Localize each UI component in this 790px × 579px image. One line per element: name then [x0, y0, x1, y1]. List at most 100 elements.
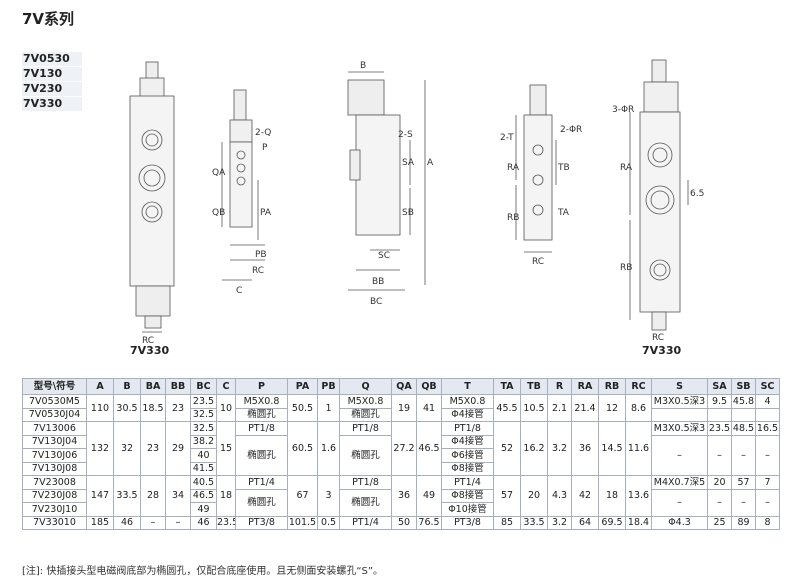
cell: 33.5 — [520, 515, 548, 530]
cell: 40 — [190, 448, 217, 463]
cell: 2.1 — [547, 394, 572, 422]
cell: 27.2 — [391, 421, 417, 476]
cell: – — [707, 434, 732, 476]
valve-front-drawing-1 — [129, 61, 175, 333]
cell: 12 — [598, 394, 626, 422]
cell: Φ10接管 — [441, 502, 494, 517]
table-header: PA — [287, 378, 318, 395]
cell: 50 — [391, 515, 417, 530]
cell: 18.4 — [625, 515, 652, 530]
cell: 64 — [571, 515, 599, 530]
cell: 185 — [86, 515, 114, 530]
cell: 67 — [287, 475, 318, 517]
cell: 41.5 — [190, 461, 217, 476]
dim-rb: RB — [507, 213, 519, 223]
cell: 28 — [140, 475, 166, 517]
cell: 11.6 — [625, 421, 652, 476]
cell: 45.5 — [493, 394, 521, 422]
model-cell: 7V0530M5 — [22, 394, 87, 409]
cell: – — [731, 488, 756, 517]
cell: 25 — [707, 515, 732, 530]
caption-right: 7V330 — [642, 344, 682, 357]
valve-side-drawing-4 — [515, 84, 557, 253]
cell: 23.5 — [190, 394, 217, 409]
model-cell: 7V23008 — [22, 475, 87, 490]
cell: PT1/4 — [441, 475, 494, 490]
cell: 34 — [165, 475, 191, 517]
cell: 椭圆孔 — [235, 407, 288, 422]
cell: 76.5 — [416, 515, 442, 530]
cell: 49 — [190, 502, 217, 517]
table-header: P — [235, 378, 288, 395]
cell: – — [755, 488, 780, 517]
cell: 18 — [216, 475, 236, 517]
cell: 36 — [571, 421, 599, 476]
cell — [707, 407, 732, 422]
table-row: 7V33010 185 46 – – 46 23.5 PT3/8 101.5 0… — [22, 515, 780, 530]
cell: 14.5 — [598, 421, 626, 476]
cell — [755, 407, 780, 422]
cell: 101.5 — [287, 515, 318, 530]
table-header: SA — [707, 378, 732, 395]
model-cell: 7V130J06 — [22, 448, 87, 463]
cell: 23 — [165, 394, 191, 422]
cell: 147 — [86, 475, 114, 517]
cell: PT3/8 — [441, 515, 494, 530]
table-header: PB — [317, 378, 340, 395]
model-item: 7V230 — [22, 82, 82, 97]
table-row: 7V0530J04 32.5 椭圆孔 椭圆孔 Φ4接管 — [22, 407, 780, 422]
table-row: 7V130J06 40 Φ6接管 — [22, 448, 780, 463]
cell: PT1/8 — [441, 421, 494, 436]
dim-a: A — [427, 158, 434, 168]
dim-qa: QA — [212, 168, 226, 178]
cell: 57 — [493, 475, 521, 517]
table-header: T — [441, 378, 494, 395]
dim-3r: 3-ΦR — [612, 105, 634, 115]
dim-pa: PA — [260, 208, 272, 218]
cell: 48.5 — [731, 421, 756, 436]
table-header: B — [113, 378, 141, 395]
cell — [651, 407, 708, 422]
dim-bc: BC — [370, 297, 382, 307]
cell: M5X0.8 — [441, 394, 494, 409]
dim-2s: 2-S — [398, 130, 413, 140]
footnote: [注]: 快插接头型电磁阀底部为椭圆孔，仅配合底座使用。且无侧面安装螺孔“S”。 — [22, 566, 384, 577]
table-header: TB — [520, 378, 548, 395]
cell: 41 — [416, 394, 442, 422]
cell: 20 — [520, 475, 548, 517]
model-cell: 7V13006 — [22, 421, 87, 436]
dim-rc-right: RC — [652, 333, 664, 343]
valve-side-drawing-3 — [347, 71, 426, 291]
model-cell: 7V130J04 — [22, 434, 87, 449]
cell: 46.5 — [190, 488, 217, 503]
table-header: QB — [416, 378, 442, 395]
model-cell: 7V230J08 — [22, 488, 87, 503]
dim-ra-right: RA — [620, 163, 633, 173]
cell: 9.5 — [707, 394, 732, 409]
caption-left: 7V330 — [130, 344, 170, 357]
cell: 49 — [416, 475, 442, 517]
cell: 52 — [493, 421, 521, 476]
cell: 132 — [86, 421, 114, 476]
cell: 32.5 — [190, 407, 217, 422]
cell: – — [651, 434, 708, 476]
cell: 20 — [707, 475, 732, 490]
cell: – — [140, 515, 166, 530]
dim-ra: RA — [507, 163, 520, 173]
model-item: 7V330 — [22, 97, 82, 112]
cell: 60.5 — [287, 421, 318, 476]
cell: Φ4接管 — [441, 407, 494, 422]
cell: Φ8接管 — [441, 461, 494, 476]
cell: PT3/8 — [235, 515, 288, 530]
table-header: QA — [391, 378, 417, 395]
cell: 8.6 — [625, 394, 652, 422]
cell: 110 — [86, 394, 114, 422]
cell: 21.4 — [571, 394, 599, 422]
table-header: A — [86, 378, 114, 395]
table-header: R — [547, 378, 572, 395]
cell: Φ8接管 — [441, 488, 494, 503]
table-row: 7V230J08 46.5 椭圆孔 椭圆孔 Φ8接管 – – – – — [22, 488, 780, 517]
cell: 46 — [190, 515, 217, 530]
table-row: 7V0530M5 110 30.5 18.5 23 23.5 10 M5X0.8… — [22, 394, 780, 422]
dim-rc-side: RC — [532, 257, 544, 267]
